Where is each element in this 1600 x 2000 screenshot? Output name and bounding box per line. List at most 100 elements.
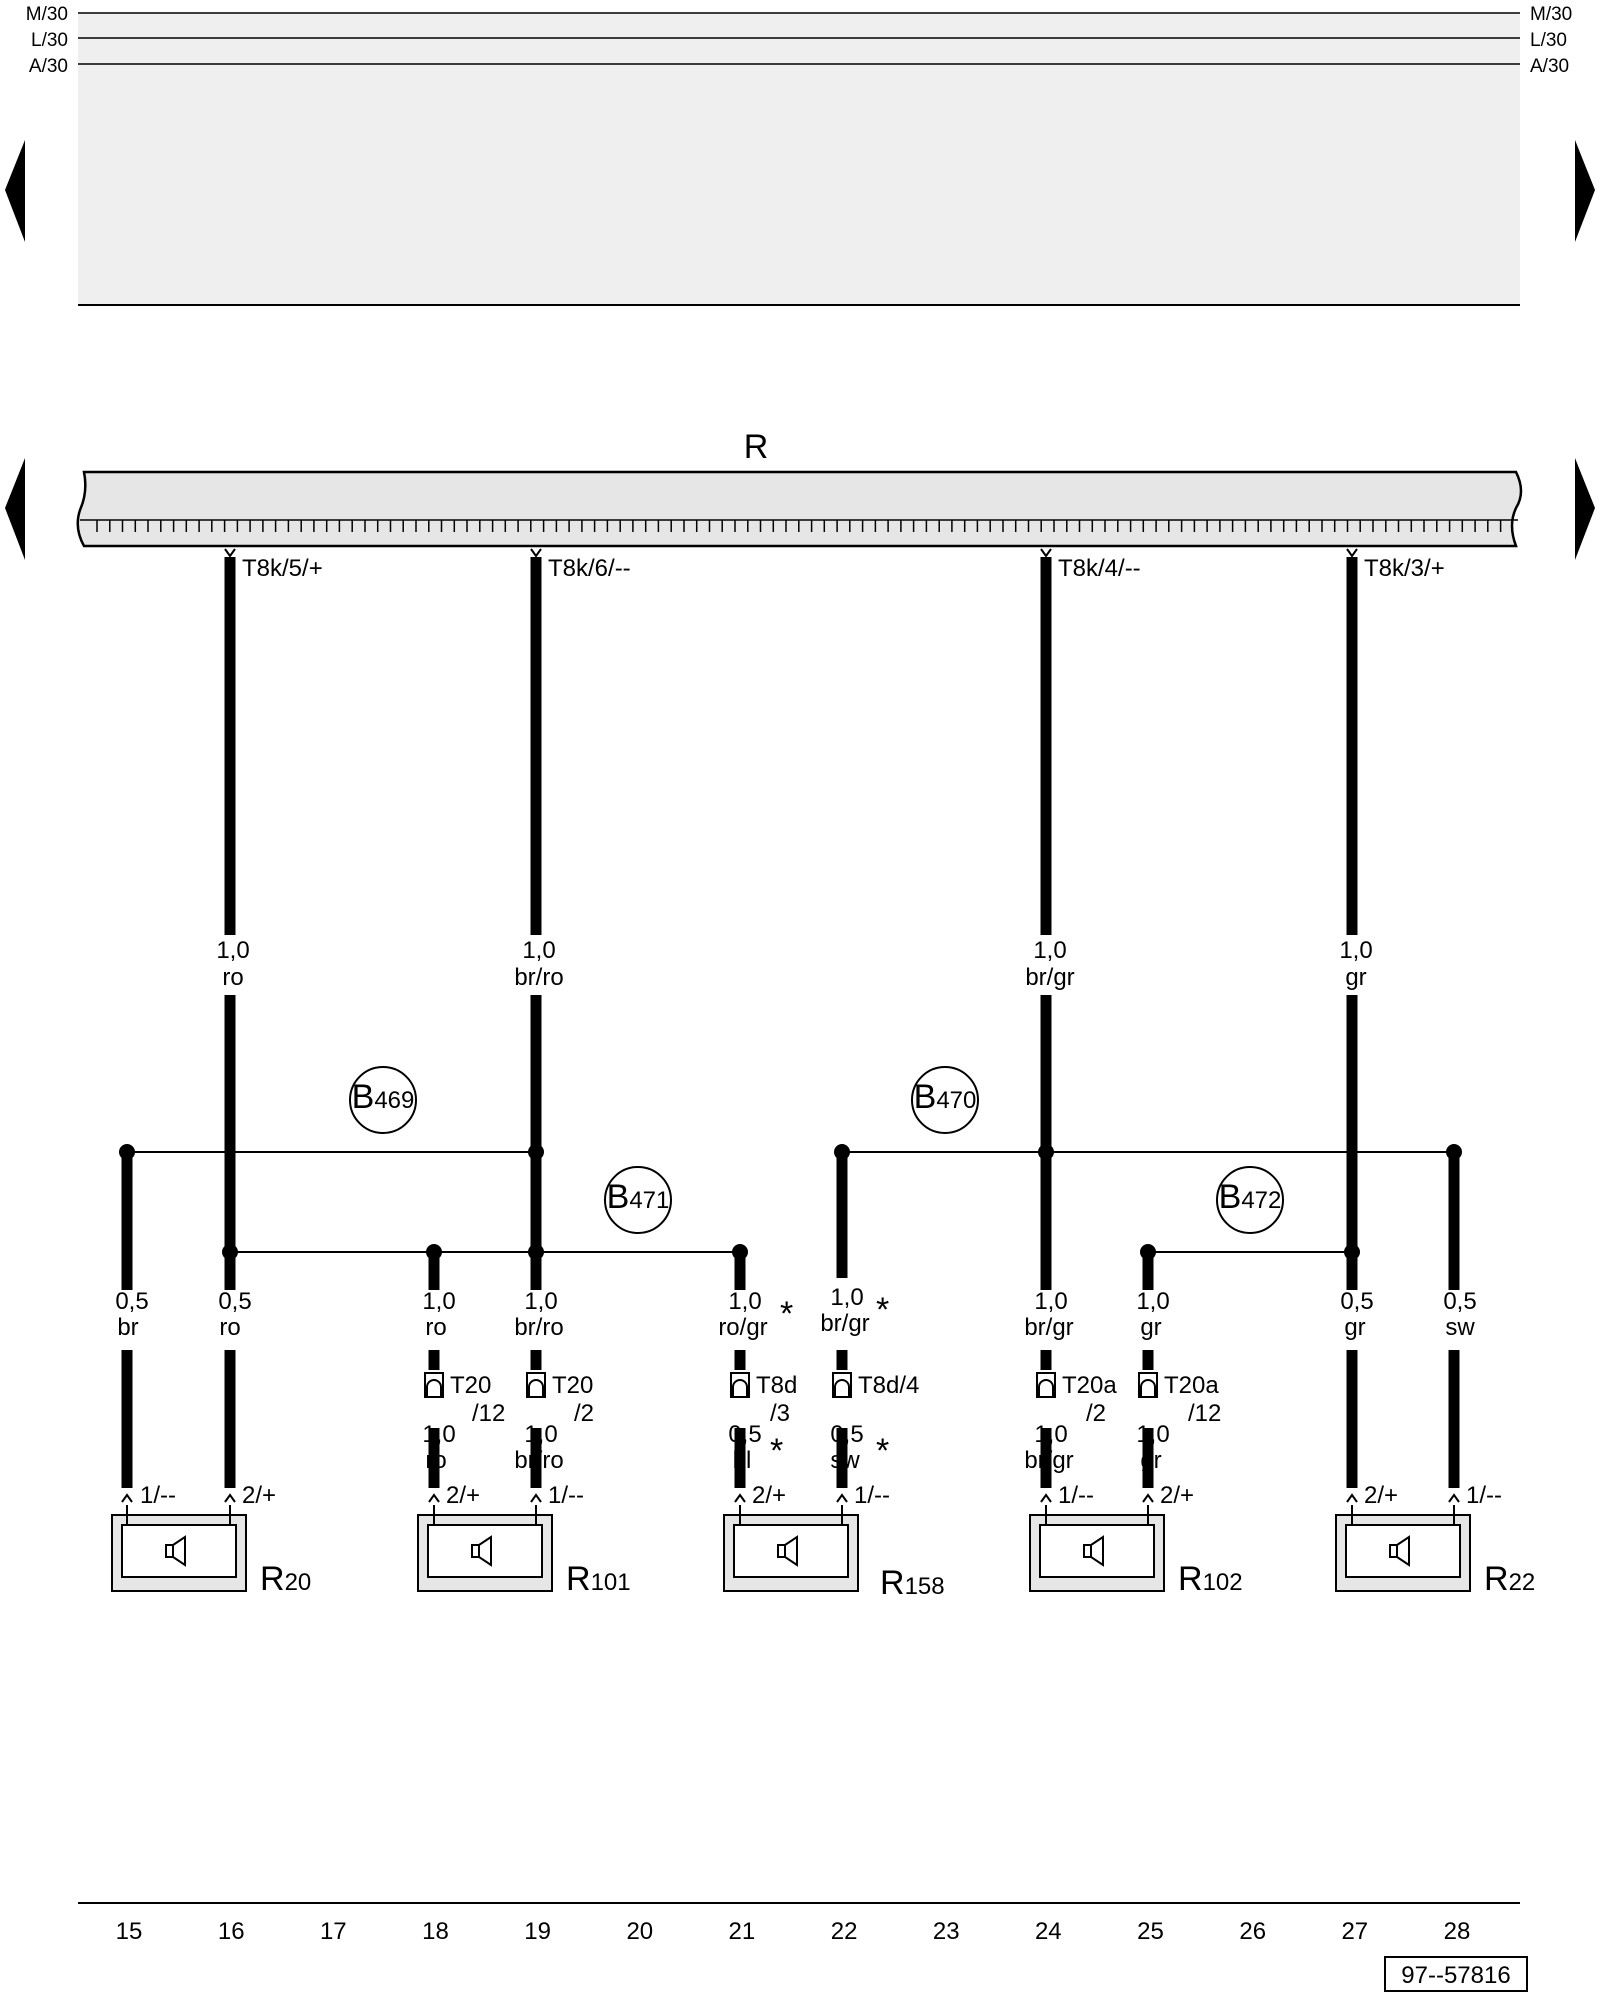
svg-text:1,0: 1,0 xyxy=(1033,937,1066,964)
lower-wire-labels: 0,5 br 0,5 ro 1,0 ro 1,0 br/ro 1,0 ro/gr… xyxy=(115,1284,1476,1341)
line-label-left-l30: L/30 xyxy=(31,30,68,51)
radio-pin-t8k-3: T8k/3/+ xyxy=(1364,555,1445,582)
speaker-r22: R22 xyxy=(1335,1505,1535,1598)
grid-number: 21 xyxy=(729,1918,756,1945)
radio-label: R xyxy=(744,428,769,466)
drawing-number-box: 97--57816 xyxy=(1384,1956,1528,1992)
connector-t20-12: T20 /12 xyxy=(424,1372,505,1427)
svg-text:2/+: 2/+ xyxy=(446,1482,480,1509)
svg-text:1/--: 1/-- xyxy=(1058,1482,1094,1509)
grid-number: 19 xyxy=(524,1918,551,1945)
connector-t20-2: T20 /2 xyxy=(526,1372,594,1427)
potential-lines: M/30 L/30 A/30 M/30 L/30 A/30 xyxy=(26,4,1572,306)
svg-text:T20a: T20a xyxy=(1062,1372,1117,1399)
line-label-right-a30: A/30 xyxy=(1530,56,1569,77)
line-label-left-a30: A/30 xyxy=(29,56,68,77)
speaker-r20: R20 xyxy=(111,1505,311,1598)
svg-text:R101: R101 xyxy=(566,1560,631,1598)
svg-text:B469: B469 xyxy=(352,1078,415,1116)
grid-number: 18 xyxy=(422,1918,449,1945)
svg-text:R22: R22 xyxy=(1484,1560,1535,1598)
drawing-number: 97--57816 xyxy=(1401,1962,1510,1989)
svg-text:1,0: 1,0 xyxy=(422,1421,455,1448)
svg-text:T8d: T8d xyxy=(756,1372,797,1399)
asterisk: * xyxy=(876,1291,889,1329)
svg-text:T20a: T20a xyxy=(1164,1372,1219,1399)
radio-unit-r: R xyxy=(76,428,1523,548)
connection-b469 xyxy=(349,1066,417,1134)
svg-text:/12: /12 xyxy=(472,1400,505,1427)
svg-text:ro: ro xyxy=(219,1314,240,1341)
next-page-arrow-icon[interactable] xyxy=(1575,140,1595,242)
connector-t8d-4: T8d/4 xyxy=(832,1372,919,1399)
connection-b471 xyxy=(604,1166,672,1234)
prev-page-arrow-icon[interactable] xyxy=(5,140,25,242)
speaker-pins: 1/-- 2/+ 2/+ 1/-- 2/+ 1/-- 1/-- 2/+ 2/+ … xyxy=(121,1482,1502,1509)
grid-number: 16 xyxy=(218,1918,245,1945)
top-shaded-area xyxy=(78,13,1520,305)
connection-circles: B469 B470 B471 B472 xyxy=(349,1066,1284,1234)
svg-text:gr: gr xyxy=(1140,1447,1161,1474)
svg-text:1,0: 1,0 xyxy=(216,937,249,964)
junction-dots xyxy=(119,1144,1462,1260)
svg-text:2/+: 2/+ xyxy=(1364,1482,1398,1509)
grid-number: 17 xyxy=(320,1918,347,1945)
svg-text:gr: gr xyxy=(1345,964,1366,991)
svg-text:R20: R20 xyxy=(260,1560,311,1598)
svg-text:1,0: 1,0 xyxy=(728,1288,761,1315)
svg-text:/12: /12 xyxy=(1188,1400,1221,1427)
grid-number: 28 xyxy=(1444,1918,1471,1945)
speaker-icon xyxy=(471,1535,492,1567)
svg-text:1,0: 1,0 xyxy=(1034,1288,1067,1315)
svg-text:0,5: 0,5 xyxy=(218,1288,251,1315)
grid-number: 23 xyxy=(933,1918,960,1945)
svg-text:gr: gr xyxy=(1344,1314,1365,1341)
asterisk: * xyxy=(770,1432,783,1470)
connection-bars xyxy=(127,1151,1454,1253)
main-wire-labels: 1,0 ro 1,0 br/ro 1,0 br/gr 1,0 gr xyxy=(216,937,1372,991)
prev-page-arrow-lower-icon[interactable] xyxy=(5,458,25,560)
svg-text:R102: R102 xyxy=(1178,1560,1243,1598)
svg-text:/2: /2 xyxy=(574,1400,594,1427)
svg-text:1,0: 1,0 xyxy=(1136,1288,1169,1315)
speakers: R20 R101 R158 xyxy=(111,1505,1535,1602)
svg-text:br/gr: br/gr xyxy=(1024,1447,1073,1474)
svg-text:sw: sw xyxy=(830,1447,860,1474)
svg-text:0,5: 0,5 xyxy=(115,1288,148,1315)
after-connector-labels: 1,0 ro 1,0 br/ro 0,5 bl * 0,5 sw * 1,0 b… xyxy=(422,1421,1169,1474)
svg-text:1,0: 1,0 xyxy=(524,1288,557,1315)
svg-text:2/+: 2/+ xyxy=(1160,1482,1194,1509)
next-page-arrow-lower-icon[interactable] xyxy=(1575,458,1595,560)
svg-text:1/--: 1/-- xyxy=(1466,1482,1502,1509)
speaker-icon xyxy=(1389,1535,1410,1567)
thick-wires xyxy=(121,557,1460,1488)
grid-number: 22 xyxy=(831,1918,858,1945)
line-label-right-l30: L/30 xyxy=(1530,30,1567,51)
svg-text:0,5: 0,5 xyxy=(830,1421,863,1448)
svg-text:1/--: 1/-- xyxy=(854,1482,890,1509)
grid-number: 27 xyxy=(1341,1918,1368,1945)
svg-text:br/gr: br/gr xyxy=(1024,1314,1073,1341)
svg-text:T20: T20 xyxy=(450,1372,491,1399)
grid-number: 24 xyxy=(1035,1918,1062,1945)
svg-text:br: br xyxy=(117,1314,138,1341)
svg-text:1,0: 1,0 xyxy=(422,1288,455,1315)
svg-text:T8d/4: T8d/4 xyxy=(858,1372,919,1399)
label-backgrounds xyxy=(205,935,1385,995)
svg-text:2/+: 2/+ xyxy=(242,1482,276,1509)
svg-text:1,0: 1,0 xyxy=(830,1284,863,1311)
radio-pins: T8k/5/+ T8k/6/-- T8k/4/-- T8k/3/+ xyxy=(224,548,1445,582)
svg-text:br/ro: br/ro xyxy=(514,964,563,991)
radio-pin-t8k-4: T8k/4/-- xyxy=(1058,555,1141,582)
svg-text:0,5: 0,5 xyxy=(1340,1288,1373,1315)
connector-t8d-3: T8d /3 xyxy=(730,1372,797,1427)
svg-text:1,0: 1,0 xyxy=(1034,1421,1067,1448)
svg-text:B472: B472 xyxy=(1219,1178,1282,1216)
grid-number: 25 xyxy=(1137,1918,1164,1945)
speaker-r102: R102 xyxy=(1029,1505,1243,1598)
svg-text:gr: gr xyxy=(1140,1314,1161,1341)
asterisk: * xyxy=(876,1432,889,1470)
inline-connectors: T20 /12 T20 /2 T8d /3 T8d/4 T20a /2 xyxy=(424,1372,1221,1427)
svg-text:/3: /3 xyxy=(770,1400,790,1427)
